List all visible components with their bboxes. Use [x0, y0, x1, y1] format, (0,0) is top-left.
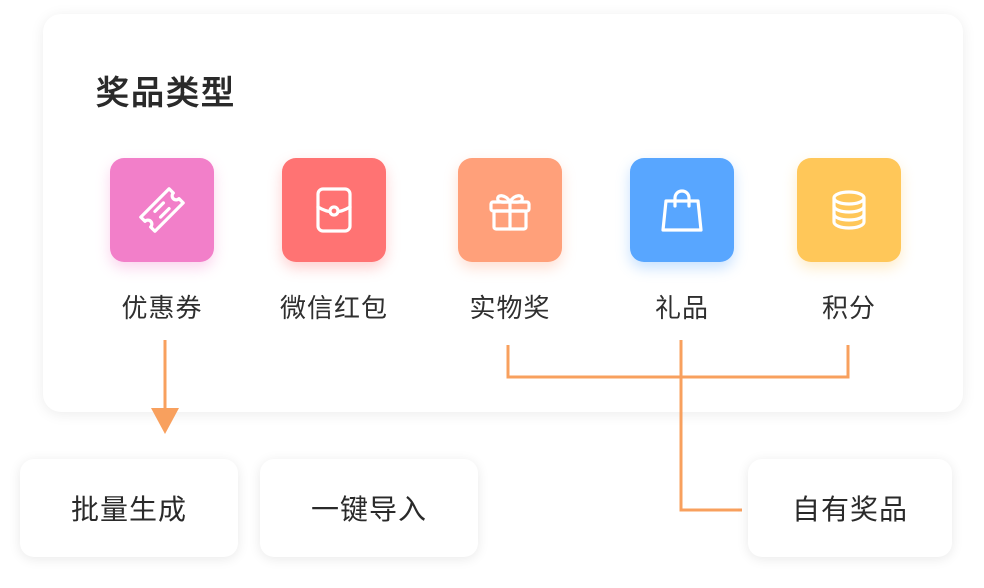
ticket-icon [139, 187, 185, 233]
prize-type-red-packet-label: 微信红包 [279, 294, 388, 324]
coin-stack-icon [832, 190, 866, 230]
prize-type-physical-tile[interactable] [458, 158, 562, 262]
prize-type-points-tile[interactable] [797, 158, 901, 262]
prize-type-coupon-label: 优惠券 [121, 294, 203, 324]
gift-icon [489, 194, 531, 231]
prize-type-coupon-tile[interactable] [110, 158, 214, 262]
batch-generate-box[interactable]: 批量生成 [20, 459, 238, 557]
red-packet-icon [316, 187, 352, 233]
section-title: 奖品类型 [96, 73, 236, 112]
one-click-import-box[interactable]: 一键导入 [260, 459, 478, 557]
prize-type-red-packet-tile[interactable] [282, 158, 386, 262]
shopping-bag-icon [661, 189, 703, 232]
own-prize-box[interactable]: 自有奖品 [748, 459, 952, 557]
prize-type-points-label: 积分 [821, 294, 876, 324]
prize-type-physical-label: 实物奖 [469, 294, 551, 324]
prize-type-gift-label: 礼品 [654, 294, 709, 324]
prize-type-gift-tile[interactable] [630, 158, 734, 262]
